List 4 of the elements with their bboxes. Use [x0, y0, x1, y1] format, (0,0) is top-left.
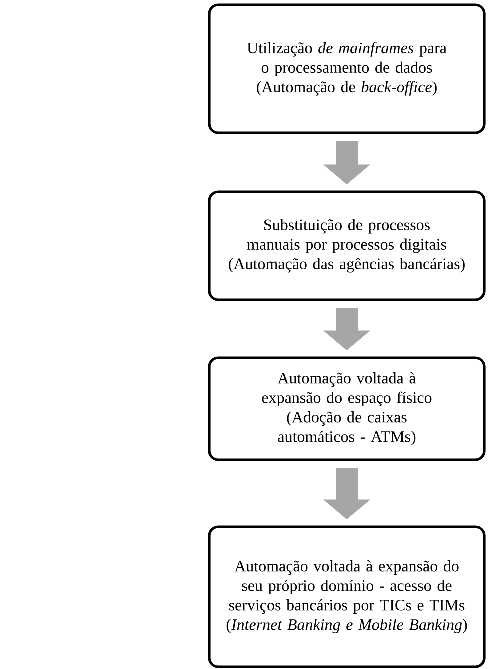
process-box: Automação voltada à expansão do seu próprio domínio - acesso de serviços bancários por TICs e TIMs (Internet Banking e Mobile Banking) [208, 526, 486, 668]
process-box: Utilização de mainframes para o processamento de dados (Automação de back-office) [208, 4, 486, 134]
process-box: Automação voltada à expansão do espaço físico (Adoção de caixas automáticos - ATMs) [208, 356, 486, 462]
process-box: Substituição de processos manuais por processos digitais (Automação das agências bancárias) [208, 190, 486, 302]
